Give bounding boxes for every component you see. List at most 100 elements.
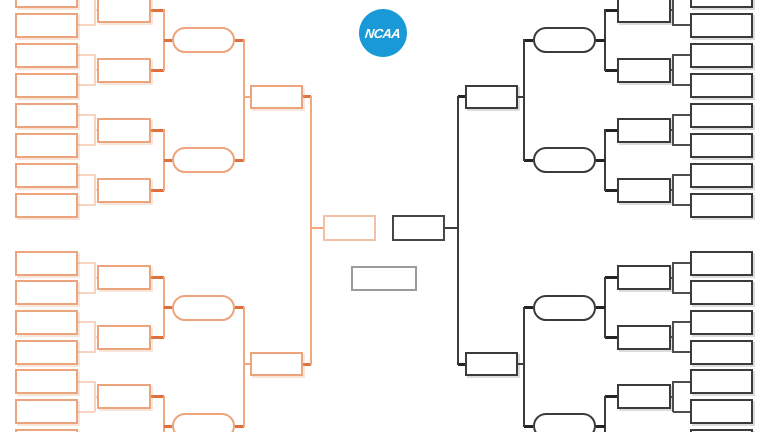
bracket-connector [603, 9, 606, 72]
bracket-connector [671, 9, 673, 12]
bracket-connector [78, 262, 95, 264]
bracket-connector [78, 24, 95, 27]
first-round-box [15, 42, 78, 68]
bracket-connector [151, 395, 164, 399]
bracket-connector [162, 395, 165, 432]
bracket-connector [445, 226, 458, 229]
regional-final-pill [172, 294, 235, 321]
bracket-connector [151, 8, 164, 12]
bracket-connector [673, 54, 690, 57]
bracket-connector [243, 306, 245, 428]
first-round-box [690, 250, 753, 276]
first-round-box [15, 162, 78, 188]
bracket-connector [95, 129, 97, 132]
first-round-box [15, 12, 78, 38]
bracket-connector [673, 84, 690, 87]
second-round-box [97, 57, 151, 83]
bracket-connector [604, 335, 617, 339]
first-round-box [690, 309, 753, 335]
first-round-box [15, 339, 78, 365]
final-four-box [323, 214, 376, 241]
bracket-connector [672, 114, 674, 147]
champion-box [351, 265, 417, 291]
bracket-connector [596, 424, 605, 428]
regional-final-pill [533, 294, 596, 321]
first-round-box [690, 102, 753, 128]
bracket-connector [244, 95, 250, 98]
bracket-connector [604, 395, 617, 399]
bracket-connector [673, 262, 690, 264]
bracket-connector [457, 362, 465, 366]
regional-final-pill [533, 413, 596, 432]
bracket-connector [95, 336, 97, 339]
bracket-connector [603, 129, 606, 192]
bracket-connector [518, 95, 524, 98]
second-round-box [97, 117, 151, 143]
bracket-connector [78, 54, 95, 57]
bracket-connector [671, 129, 673, 132]
ncaa-logo: NCAA [359, 9, 407, 57]
bracket-connector [78, 204, 95, 207]
ncaa-logo-text: NCAA [364, 25, 402, 41]
regional-final-pill [172, 27, 235, 54]
elite-eight-box [465, 84, 518, 109]
first-round-box [690, 12, 753, 38]
bracket-connector [604, 8, 617, 12]
bracket-connector [671, 336, 673, 339]
bracket-connector [673, 321, 690, 324]
bracket-connector [673, 410, 690, 413]
bracket-connector [673, 291, 690, 294]
regional-final-pill [172, 147, 235, 174]
second-round-box [617, 265, 671, 291]
first-round-box [15, 428, 78, 432]
first-round-box [690, 399, 753, 424]
first-round-box [15, 192, 78, 218]
bracket-connector [95, 189, 97, 192]
second-round-box [617, 324, 671, 350]
bracket-connector [518, 363, 524, 365]
second-round-box [617, 57, 671, 83]
bracket-connector [151, 128, 164, 132]
bracket-connector [78, 174, 95, 177]
bracket-connector [78, 351, 95, 354]
bracket-connector [243, 39, 245, 162]
elite-eight-box [465, 352, 518, 376]
bracket-connector [671, 69, 673, 72]
bracket-connector [303, 362, 311, 366]
bracket-connector [151, 188, 164, 192]
bracket-connector [310, 226, 323, 229]
bracket-connector [78, 321, 95, 324]
bracket-connector [163, 38, 172, 42]
bracket-connector [672, 174, 674, 207]
bracket-connector [604, 128, 617, 132]
first-round-box [15, 369, 78, 395]
bracket-connector [524, 38, 533, 42]
bracket-connector [524, 306, 533, 310]
bracket-connector [457, 95, 465, 98]
bracket-connector [78, 410, 95, 413]
bracket-connector [604, 276, 617, 280]
regional-final-pill [533, 27, 596, 54]
second-round-box [97, 324, 151, 350]
first-round-box [15, 0, 78, 8]
second-round-box [617, 384, 671, 410]
elite-eight-box [250, 352, 303, 376]
first-round-box [690, 280, 753, 306]
first-round-box [690, 428, 753, 432]
bracket-connector [151, 276, 164, 280]
bracket-connector [78, 144, 95, 147]
bracket-connector [672, 321, 674, 354]
first-round-box [690, 162, 753, 188]
second-round-box [97, 177, 151, 203]
bracket-connector [95, 69, 97, 72]
bracket-connector [604, 188, 617, 192]
bracket-connector [596, 38, 605, 42]
bracket-connector [672, 380, 674, 413]
first-round-box [15, 399, 78, 424]
bracket-connector [671, 395, 673, 398]
bracket-connector [671, 276, 673, 279]
second-round-box [97, 0, 151, 23]
bracket-connector [671, 189, 673, 192]
bracket-connector [523, 39, 525, 162]
bracket-connector [603, 395, 606, 432]
